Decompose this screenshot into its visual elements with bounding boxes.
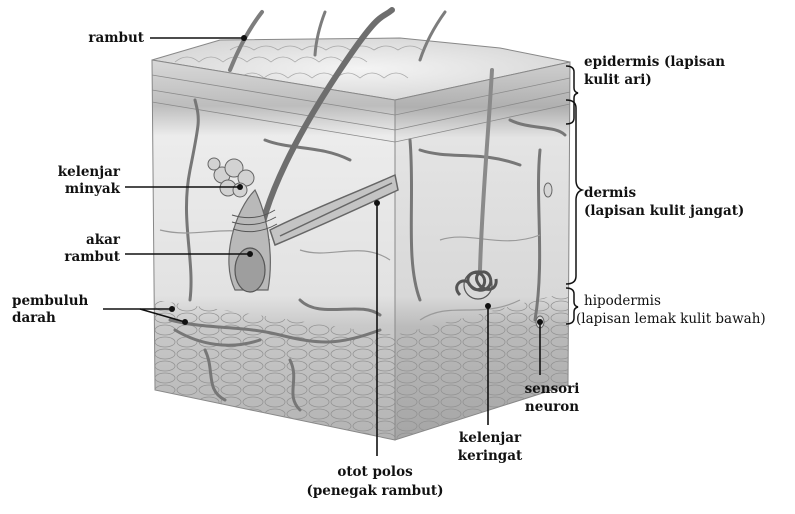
label-sensori-neuron-line1: sensori [512, 381, 592, 398]
label-otot-polos-line2: (penegak rambut) [285, 483, 465, 500]
label-kelenjar-keringat-line1: kelenjar [440, 430, 540, 447]
label-kelenjar-minyak-line1: kelenjar [20, 164, 120, 181]
label-pembuluh-darah-line2: darah [12, 310, 56, 327]
label-kelenjar-keringat-line2: keringat [440, 448, 540, 465]
label-rambut: rambut [60, 30, 144, 47]
label-otot-polos-line1: otot polos [285, 464, 465, 481]
label-hipodermis-line2: (lapisan lemak kulit bawah) [576, 311, 766, 328]
label-sensori-neuron-line2: neuron [512, 399, 592, 416]
label-akar-rambut-line1: akar [20, 232, 120, 249]
label-kelenjar-minyak-line2: minyak [20, 181, 120, 198]
label-dermis-line2: (lapisan kulit jangat) [584, 203, 744, 220]
label-epidermis-line2: kulit ari) [584, 72, 652, 89]
label-pembuluh-darah-line1: pembuluh [12, 293, 88, 310]
label-akar-rambut-line2: rambut [20, 249, 120, 266]
label-hipodermis-line1: hipodermis [584, 293, 661, 310]
label-dermis-line1: dermis [584, 185, 636, 202]
label-epidermis-line1: epidermis (lapisan [584, 54, 725, 71]
